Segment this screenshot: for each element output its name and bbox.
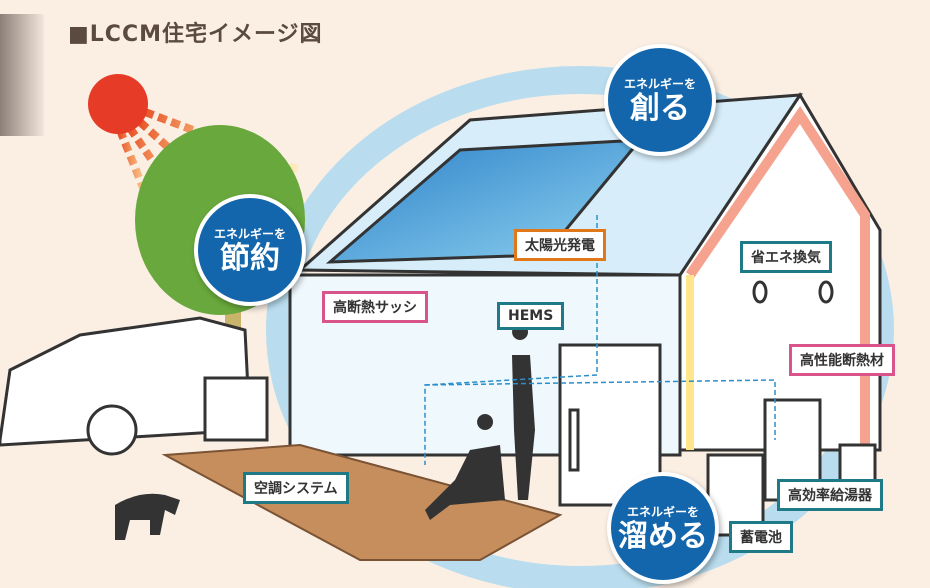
label-battery: 蓄電池 — [729, 521, 793, 553]
car — [0, 316, 252, 447]
badge-save-big: 節約 — [220, 241, 280, 276]
page-title: ■LCCM住宅イメージ図 — [68, 22, 323, 47]
label-insulation: 高性能断熱材 — [789, 344, 895, 376]
dog — [115, 493, 180, 540]
badge-create-big: 創る — [630, 91, 690, 126]
label-air-conditioning: 空調システム — [243, 472, 349, 504]
person-seated — [425, 414, 505, 520]
ev-charger — [203, 376, 269, 442]
label-water-heater: 高効率給湯器 — [777, 479, 883, 511]
badge-save-energy: エネルギーを 節約 — [194, 194, 306, 306]
person-standing — [512, 324, 535, 500]
label-solar-power: 太陽光発電 — [514, 229, 606, 261]
label-hems: HEMS — [497, 302, 565, 330]
sun-icon — [88, 74, 148, 134]
badge-create-small: エネルギーを — [623, 77, 696, 91]
side-tab — [0, 14, 44, 136]
badge-save-small: エネルギーを — [213, 227, 286, 241]
label-insulated-sash: 高断熱サッシ — [322, 291, 428, 323]
badge-store-energy: エネルギーを 溜める — [607, 472, 719, 584]
label-ventilation: 省エネ換気 — [740, 241, 832, 273]
badge-create-energy: エネルギーを 創る — [604, 44, 716, 156]
badge-store-small: エネルギーを — [626, 505, 699, 519]
badge-store-big: 溜める — [618, 519, 708, 554]
hems-connection-lines — [424, 215, 776, 465]
